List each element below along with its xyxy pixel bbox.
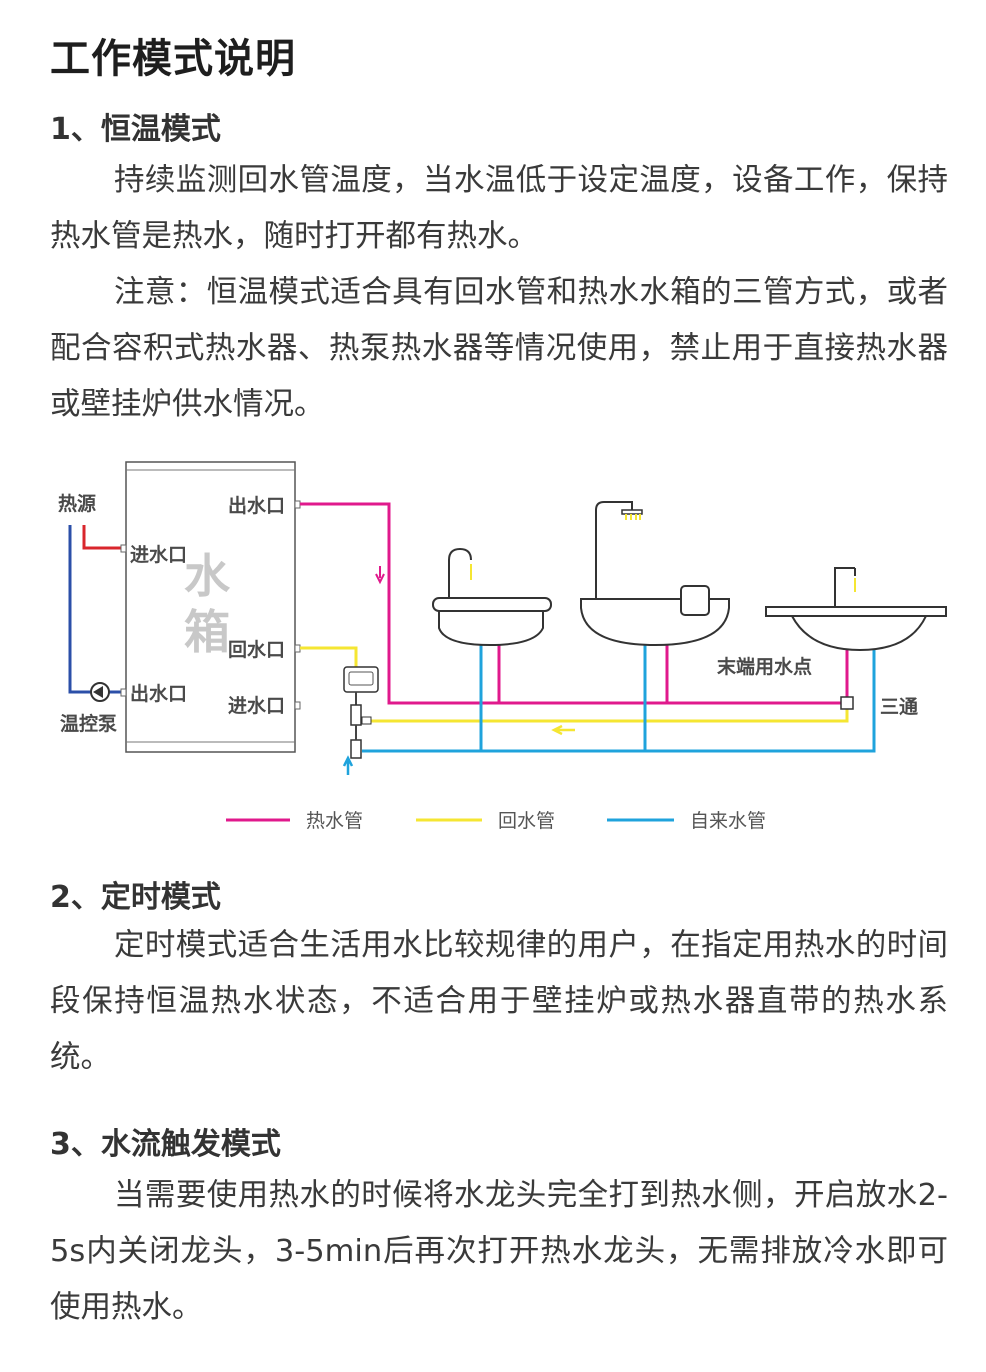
hot-water-pipe xyxy=(300,502,842,705)
label-end-point: 末端用水点 xyxy=(717,655,812,678)
section-heading-timer: 2、定时模式 xyxy=(50,880,221,915)
water-tank xyxy=(125,461,296,753)
label-tank-inlet-left: 进水口 xyxy=(130,544,187,566)
hot-flow-arrow xyxy=(375,566,385,585)
label-tee: 三通 xyxy=(880,696,919,718)
label-tank-inlet-right: 进水口 xyxy=(228,695,285,717)
paragraph-timer-description: 定时模式适合生活用水比较规律的用户，在指定用热水的时间段保持恒温热水状态，不适合… xyxy=(50,928,948,1075)
tank-label-char-2: 箱 xyxy=(184,605,230,659)
legend-label-hot: 热水管 xyxy=(306,810,363,832)
label-heat-source: 热源 xyxy=(58,492,96,515)
legend-label-tap: 自来水管 xyxy=(690,810,766,832)
plumbing-diagram: 水 箱 xyxy=(58,461,947,832)
legend: 热水管 回水管 自来水管 xyxy=(226,810,766,832)
paragraph-constant-temp-note: 注意：恒温模式适合具有回水管和热水水箱的三管方式，或者配合容积式热水器、热泵热水… xyxy=(50,275,948,422)
legend-label-return: 回水管 xyxy=(498,810,555,832)
inlet-flow-arrow xyxy=(342,755,354,775)
section-heading-constant-temp: 1、恒温模式 xyxy=(50,112,221,147)
circulation-controller-icon xyxy=(343,666,379,759)
return-water-pipe xyxy=(300,646,358,668)
end-basin-icon xyxy=(765,567,947,652)
section-heading-flow-trigger: 3、水流触发模式 xyxy=(50,1127,281,1162)
heat-source-hot-line xyxy=(82,525,122,550)
page-title: 工作模式说明 xyxy=(50,36,296,82)
heat-source-return-line xyxy=(68,525,92,694)
tap-water-pipe xyxy=(362,650,876,753)
temp-pump-icon xyxy=(90,682,110,702)
label-tank-outlet-right: 出水口 xyxy=(228,494,285,517)
shower-tub-icon xyxy=(580,501,730,647)
label-tank-outlet-left: 出水口 xyxy=(130,682,187,705)
paragraph-constant-temp-description: 持续监测回水管温度，当水温低于设定温度，设备工作，保持热水管是热水，随时打开都有… xyxy=(50,163,948,254)
label-tank-return-right: 回水口 xyxy=(228,639,285,661)
return-flow-arrow xyxy=(551,724,575,736)
paragraph-flow-trigger-description: 当需要使用热水的时候将水龙头完全打到热水侧，开启放水2-5s内关闭龙头，3-5m… xyxy=(50,1178,948,1325)
tank-label-char-1: 水 xyxy=(184,549,231,603)
tee-fitting-icon xyxy=(840,696,854,710)
wash-basin-icon xyxy=(432,547,552,647)
label-temp-pump: 温控泵 xyxy=(60,712,117,735)
